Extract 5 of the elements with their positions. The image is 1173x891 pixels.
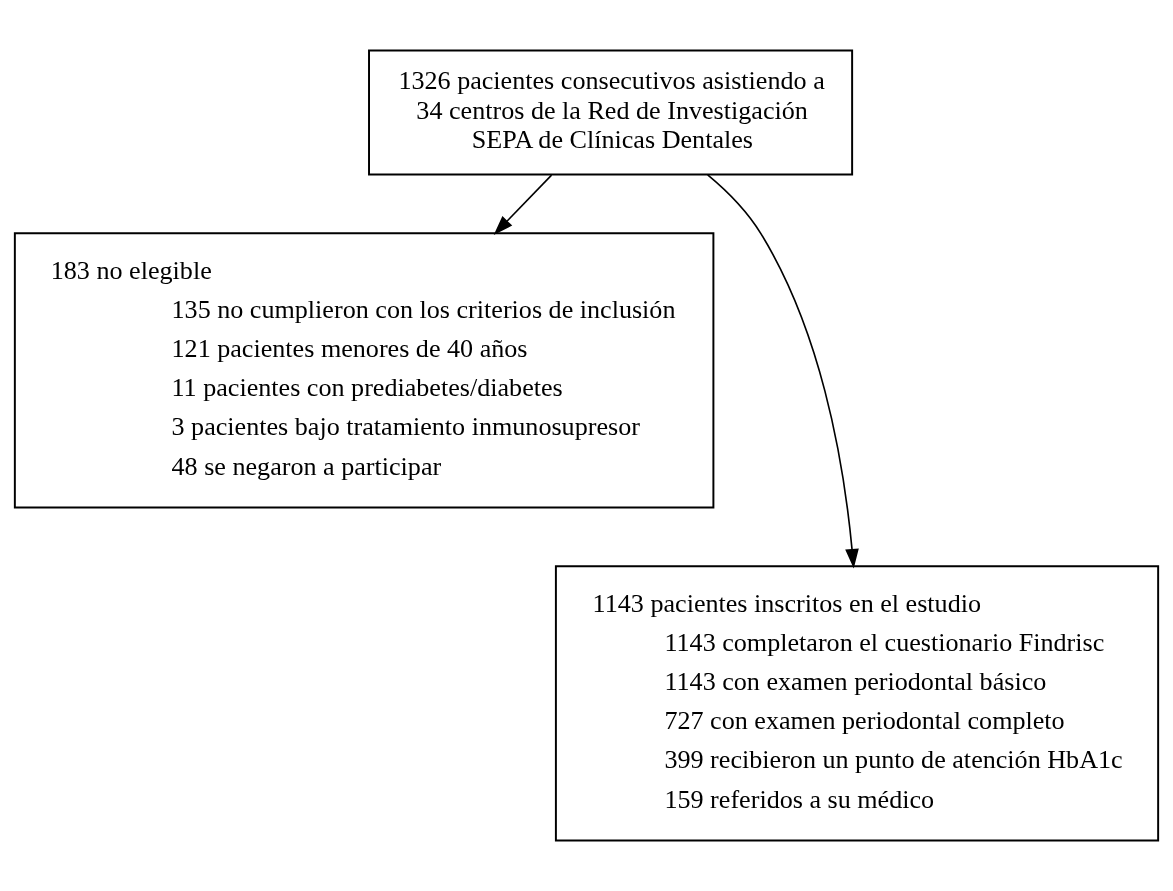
arrow	[706, 174, 859, 569]
node-box: 1326 pacientes consecutivos asistiendo a 34 centros de la Red de Investigación SEPA de Clínicas Dentales	[368, 49, 854, 176]
node-box: 1143 pacientes inscritos en el estudio 1143 completaron el cuestionario Findrisc 1143 con examen periodontal básico 727 con examen periodontal completo 399 recibieron un punto de atención HbA1c 159 referidos a su médico	[554, 565, 1160, 842]
node-box: 183 no elegible 135 no cumplieron con los criterios de inclusión 121 pacientes menores de 40 años 11 pacientes con prediabetes/diabetes 3 pacientes bajo tratamiento inmunosupresor 48 se negaron a participar	[13, 232, 715, 509]
arrow	[493, 174, 553, 235]
